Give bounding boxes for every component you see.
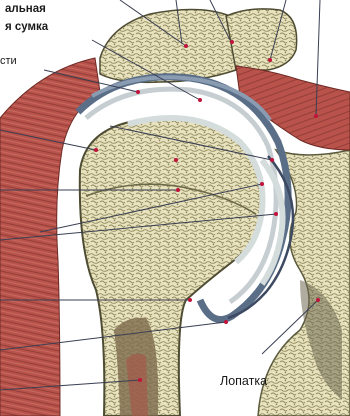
humerus-bone (80, 118, 262, 416)
label-capsule-part1: альная (5, 4, 46, 16)
label-capsule-part2: я сумка (5, 22, 48, 34)
label-fragment: сти (0, 56, 17, 67)
clavicle-bone (226, 9, 297, 70)
label-scapula: Лопатка (220, 375, 267, 388)
acromion-bone (100, 9, 236, 82)
